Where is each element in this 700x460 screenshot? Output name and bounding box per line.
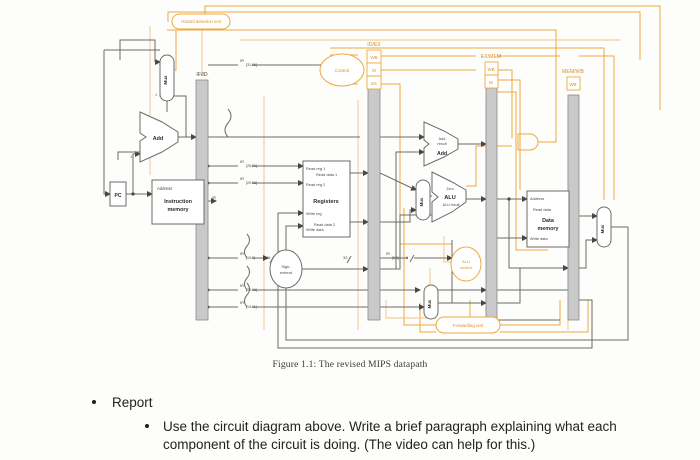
width-label-6: 6 xyxy=(406,255,409,260)
bus-label-7: IR xyxy=(212,195,216,200)
bullet-instruction: Use the circuit diagram above. Write a b… xyxy=(0,418,700,454)
regfile-title: Registers xyxy=(313,199,339,205)
bus-sub-4: [20:16] xyxy=(246,288,257,292)
control-unit-label: Control xyxy=(335,68,349,73)
mux-pc-in0: 0 xyxy=(155,61,157,65)
alu-control-label-1: ALU xyxy=(462,259,470,264)
control-wire-group xyxy=(149,5,661,333)
report-notes: Report Use the circuit diagram above. Wr… xyxy=(0,395,700,454)
alu-result-label: ALU result xyxy=(443,203,460,207)
sign-extend-label-2: extend xyxy=(280,270,292,275)
sign-extend-label-1: Sign- xyxy=(281,264,291,269)
pipeline-register-idex: ID/EX WB M EX xyxy=(366,42,382,321)
instruction-memory-block: Address Instruction memory xyxy=(151,179,205,225)
hazard-detection-unit: Hazard detection unit xyxy=(171,13,231,30)
exmem-wb-label: WB xyxy=(487,67,494,72)
mux-writeback-label: Mux xyxy=(600,224,605,233)
branch-adder-block: Add result Add xyxy=(423,121,459,167)
branch-adder-sub-1: Add xyxy=(439,137,446,141)
imem-address-port: Address xyxy=(157,186,172,191)
sign-extend-unit: Sign- extend xyxy=(269,249,303,289)
regfile-port-wd: Write data xyxy=(306,227,324,232)
dmem-title-1: Data xyxy=(542,218,555,224)
exmem-label: EX/MEM xyxy=(481,54,501,60)
datapath-svg: .w{stroke:#6e6b66;stroke-width:1;fill:no… xyxy=(103,5,661,349)
regfile-port-rd1: Read data 1 xyxy=(316,172,337,177)
alu-block: Zero ALU ALU result xyxy=(431,171,467,223)
mux-forward-a: Mux xyxy=(415,179,431,221)
alu-control-label-2: control xyxy=(460,265,472,270)
regfile-port-rr1: Read reg 1 xyxy=(306,166,325,171)
width-label-16: 16 xyxy=(266,255,271,260)
bullet-report-label: Report xyxy=(112,395,153,410)
bus-label-4: IR xyxy=(240,283,244,288)
regfile-port-rd2: Read data 2 xyxy=(314,222,335,227)
imem-title-1: Instruction xyxy=(164,199,192,205)
pipeline-register-exmem: EX/MEM WB M xyxy=(481,54,501,321)
control-unit: Control xyxy=(319,53,365,87)
forwarding-unit: Forwarding unit xyxy=(435,316,501,334)
mux-writeback: Mux xyxy=(596,206,612,248)
bus-label-1: IR xyxy=(240,159,244,164)
figure-caption: Figure 1.1: The revised MIPS datapath xyxy=(272,360,428,370)
dmem-title-2: memory xyxy=(538,226,559,232)
mux-and-unit-ovals: Mux 0 1 Mux Mux Mux Sign- extend xyxy=(155,13,612,334)
dmem-port-writedata: Write data xyxy=(530,236,548,241)
mux-pc: Mux 0 1 xyxy=(155,54,175,102)
bus-sub-6: [5:0] xyxy=(392,256,399,260)
bus-label-6: IR xyxy=(386,251,390,256)
pc-label: PC xyxy=(115,193,122,199)
dmem-port-address: Address xyxy=(530,196,544,201)
outer-routing xyxy=(119,40,121,60)
pc-adder-label: Add xyxy=(153,136,163,142)
exmem-m-label: M xyxy=(489,80,493,85)
bus-label-5: IR xyxy=(240,300,244,305)
alu-zero-label: Zero xyxy=(446,187,453,191)
alu-control-unit: ALU control xyxy=(450,246,482,282)
bus-sub-1: [25:21] xyxy=(246,164,257,168)
idex-m-label: M xyxy=(372,68,376,73)
mux-forward-b-label: Mux xyxy=(427,299,432,308)
memwb-label: MEM/WB xyxy=(562,69,584,75)
idex-label: ID/EX xyxy=(367,42,381,48)
bus-sub-2: [20:16] xyxy=(246,181,257,185)
idex-wb-label: WB xyxy=(370,55,377,60)
pc-block: PC xyxy=(109,181,127,207)
branch-adder-sub-2: result xyxy=(437,142,447,146)
alu-label: ALU xyxy=(444,195,456,201)
dmem-port-readdata: Read data xyxy=(533,207,552,212)
width-label-1: 1 xyxy=(130,154,133,159)
bus-sub-0: [31:26] xyxy=(246,63,257,67)
imem-title-2: memory xyxy=(168,207,189,213)
mux-forward-b: Mux xyxy=(423,284,439,320)
ifid-label: IF/ID xyxy=(196,72,207,78)
regfile-port-rr2: Read reg 2 xyxy=(306,182,325,187)
bullet-report: Report xyxy=(0,395,700,412)
branch-and-gate xyxy=(517,133,539,151)
mips-datapath-figure: .w{stroke:#6e6b66;stroke-width:1;fill:no… xyxy=(103,5,661,349)
pc-adder-block: Add xyxy=(139,111,179,163)
bullet-instruction-label: Use the circuit diagram above. Write a b… xyxy=(163,418,617,452)
forwarding-unit-label: Forwarding unit xyxy=(453,323,484,328)
memwb-wb-label: WB xyxy=(569,82,576,87)
bus-sub-3: [15:0] xyxy=(246,256,255,260)
mux-pc-in1: 1 xyxy=(155,93,157,97)
regfile-port-wr: Write reg xyxy=(306,211,322,216)
bus-labels: IR [31:26] IR [25:21] IR [20:16] IR [15:… xyxy=(130,58,415,309)
bullet-dot-icon xyxy=(92,400,96,404)
register-file-block: Read reg 1 Read data 1 Read reg 2 Regist… xyxy=(302,160,351,238)
width-label-32: 32 xyxy=(343,255,348,260)
hazard-unit-label: Hazard detection unit xyxy=(181,19,221,24)
bus-sub-5: [15:11] xyxy=(246,305,257,309)
bus-label-0: IR xyxy=(240,58,244,63)
functional-blocks: PC Address Instruction memory Read reg 1… xyxy=(109,111,570,248)
bus-label-2: IR xyxy=(240,176,244,181)
data-memory-block: Address Read data Data memory Write data xyxy=(526,190,570,248)
bus-label-3: IR xyxy=(240,251,244,256)
idex-ex-label: EX xyxy=(371,81,377,86)
mux-pc-label: Mux xyxy=(163,75,168,85)
mux-forward-a-label: Mux xyxy=(419,197,424,206)
branch-adder-label: Add xyxy=(437,151,447,157)
sub-bullet-dot-icon xyxy=(145,423,149,428)
